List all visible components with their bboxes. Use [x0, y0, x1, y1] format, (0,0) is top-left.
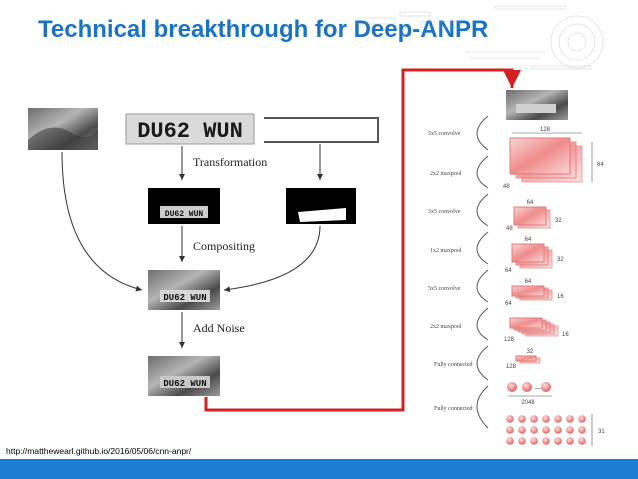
layer-label-6: 2x2 maxpool [430, 324, 462, 330]
fc2-neuron [530, 415, 538, 423]
feature-block-6 [515, 355, 541, 364]
svg-text:—: — [535, 386, 541, 392]
red-connector-arrow [204, 68, 521, 412]
slide-title: Technical breakthrough for Deep-ANPR [38, 16, 489, 43]
dim-32a: 32 [555, 218, 562, 224]
background-photo [28, 108, 98, 150]
fc2-neuron [554, 426, 562, 434]
source-url[interactable]: http://matthewearl.github.io/2016/05/06/… [6, 446, 192, 456]
fc2-neuron [542, 426, 550, 434]
dim-64b: 64 [525, 237, 532, 243]
layer-label-3: 3x5 convolve [428, 209, 461, 215]
feature-block-5 [509, 317, 559, 337]
fc2-neuron [566, 426, 574, 434]
dim-32b: 32 [557, 257, 564, 263]
footer-bar [0, 459, 638, 479]
composite-image: DU62 WUN [148, 270, 220, 310]
dim-48: 48 [503, 184, 510, 190]
fc2-neuron [530, 437, 538, 445]
dim-48a: 48 [506, 226, 513, 232]
feature-block-2 [513, 206, 551, 229]
feature-block-1 [509, 137, 583, 183]
plate-image: DU62 WUN [125, 113, 255, 145]
plate-mask-outline [264, 117, 379, 143]
dim-2048: 2048 [521, 400, 535, 406]
step-transformation: Transformation [193, 155, 267, 169]
transformed-plate-text: DU62 WUN [165, 210, 204, 219]
fc2-neuron [578, 426, 586, 434]
dim-16c: 16 [557, 294, 564, 300]
noisy-image: DU62 WUN [148, 356, 220, 396]
noisy-plate-text: DU62 WUN [163, 379, 206, 389]
fc2-neuron [554, 415, 562, 423]
fc2-neuron [566, 415, 574, 423]
dim-64: 64 [597, 162, 604, 168]
feature-block-3 [511, 243, 553, 269]
fc2-neuron [554, 437, 562, 445]
network-input-image [506, 90, 568, 120]
fc2-neuron [566, 437, 574, 445]
layer-label-1: 5x5 convolve [428, 131, 461, 137]
decorative-header-graphic [356, 5, 604, 70]
dim-16d: 16 [562, 332, 569, 338]
layer-label-8: Fully connected [434, 406, 473, 412]
transformed-plate: DU62 WUN [148, 188, 220, 224]
dim-64b-depth: 64 [505, 268, 512, 274]
feature-block-4 [511, 285, 553, 301]
step-compositing: Compositing [193, 239, 255, 253]
dim-128d: 128 [504, 337, 515, 343]
fc2-neuron [518, 437, 526, 445]
layer-label-5: 5x5 convolve [428, 286, 461, 292]
fc2-neuron [530, 426, 538, 434]
fc2-neuron [542, 415, 550, 423]
dim-64a: 64 [527, 200, 534, 206]
fc2-neuron [578, 415, 586, 423]
plate-text: DU62 WUN [137, 119, 243, 144]
fc2-neuron [506, 426, 514, 434]
fc2-neuron [506, 415, 514, 423]
transformed-mask [286, 188, 356, 224]
step-add-noise: Add Noise [193, 321, 245, 335]
composite-plate-text: DU62 WUN [163, 293, 206, 303]
fc2-neuron [506, 437, 514, 445]
fc2-neuron [518, 426, 526, 434]
layer-label-7: Fully connected [434, 362, 473, 368]
fc2-neuron [518, 415, 526, 423]
fc2-neurons [506, 415, 586, 445]
layer-label-2: 2x2 maxpool [430, 171, 462, 177]
dim-128e: 128 [506, 364, 517, 370]
dim-31: 31 [598, 429, 605, 435]
dim-64c-depth: 64 [505, 301, 512, 307]
fc1-neurons: — [507, 382, 551, 392]
fc2-neuron [542, 437, 550, 445]
dim-32e: 32 [527, 349, 534, 355]
layer-label-4: 1x2 maxpool [430, 248, 462, 254]
dim-128: 128 [540, 127, 551, 133]
dim-64c: 64 [525, 279, 532, 285]
fc2-neuron [578, 437, 586, 445]
